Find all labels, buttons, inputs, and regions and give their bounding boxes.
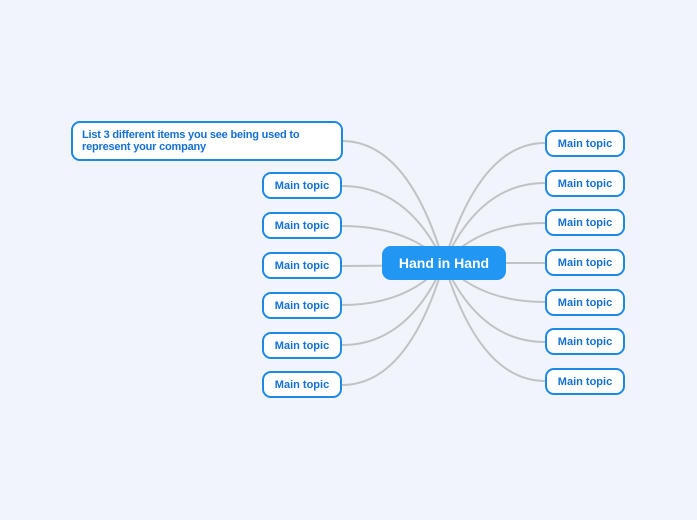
left-topic-1[interactable]: Main topic [262, 172, 342, 199]
right-topic-2[interactable]: Main topic [545, 170, 625, 197]
right-topic-6[interactable]: Main topic [545, 328, 625, 355]
topic-label: Main topic [557, 335, 613, 348]
topic-label: List 3 different items you see being use… [82, 129, 300, 153]
topic-label: Main topic [274, 179, 330, 192]
topic-label: Main topic [557, 177, 613, 190]
central-topic[interactable]: Hand in Hand [382, 246, 506, 280]
left-topic-2[interactable]: Main topic [262, 212, 342, 239]
right-topic-1[interactable]: Main topic [545, 130, 625, 157]
topic-label: Main topic [274, 299, 330, 312]
topic-label: Main topic [274, 339, 330, 352]
connector-right-6 [443, 262, 546, 382]
right-topic-7[interactable]: Main topic [545, 368, 625, 395]
right-topic-4[interactable]: Main topic [545, 249, 625, 276]
topic-label: Main topic [557, 137, 613, 150]
topic-label: Main topic [274, 219, 330, 232]
left-topic-question[interactable]: List 3 different items you see being use… [71, 121, 343, 161]
left-topic-4[interactable]: Main topic [262, 292, 342, 319]
connector-right-1 [443, 182, 546, 264]
connector-left-6 [341, 262, 445, 386]
left-topic-6[interactable]: Main topic [262, 371, 342, 398]
topic-label: Main topic [274, 378, 330, 391]
topic-label: Main topic [557, 375, 613, 388]
connector-right-0 [443, 142, 546, 264]
central-topic-label: Hand in Hand [398, 255, 490, 271]
right-topic-3[interactable]: Main topic [545, 209, 625, 236]
topic-label: Main topic [557, 216, 613, 229]
topic-label: Main topic [274, 259, 330, 272]
connector-left-5 [341, 262, 445, 346]
left-topic-5[interactable]: Main topic [262, 332, 342, 359]
connector-left-0 [341, 140, 445, 264]
right-topic-5[interactable]: Main topic [545, 289, 625, 316]
topic-label: Main topic [557, 256, 613, 269]
left-topic-3[interactable]: Main topic [262, 252, 342, 279]
topic-label: Main topic [557, 296, 613, 309]
